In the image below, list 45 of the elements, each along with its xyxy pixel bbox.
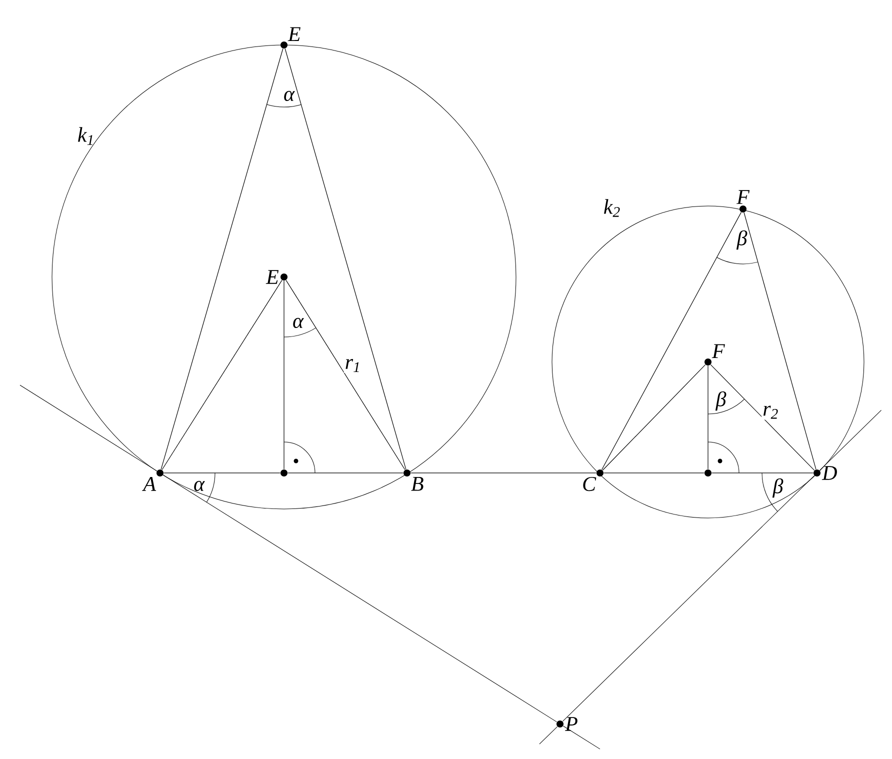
angle-label: k$_{1}$ — [78, 127, 92, 145]
node-label: D — [822, 466, 837, 480]
point: E — [280, 27, 300, 48]
point — [280, 469, 288, 476]
node-label: E — [288, 27, 300, 41]
line — [162, 280, 282, 470]
line — [602, 364, 706, 471]
point: A — [142, 469, 164, 491]
line — [286, 280, 406, 470]
line — [288, 472, 404, 474]
point — [704, 469, 712, 476]
edge-label: r$_{2}$ — [762, 404, 780, 420]
angle-label: k$_{2}$ — [604, 199, 620, 217]
node-label: B — [411, 476, 424, 491]
angle-label: α — [293, 318, 304, 328]
point: B — [404, 469, 424, 491]
angle-label: β — [772, 478, 784, 498]
angle-label: α — [194, 480, 205, 492]
line — [744, 212, 816, 470]
point: F — [704, 344, 725, 366]
line — [410, 472, 596, 474]
line — [710, 364, 815, 471]
node-label: E — [266, 270, 279, 284]
line — [712, 472, 814, 474]
node-label: A — [142, 476, 156, 491]
edge-label: r$_{1}$ — [344, 358, 362, 373]
line — [162, 474, 558, 722]
line — [602, 212, 742, 470]
point: P — [556, 717, 578, 731]
node-label: F — [712, 344, 725, 358]
line — [562, 475, 815, 722]
line — [604, 472, 704, 474]
node-label: F — [736, 190, 750, 204]
point: C — [583, 469, 604, 492]
angle-label: β — [715, 391, 726, 411]
point: D — [814, 466, 837, 480]
node-label: C — [583, 476, 596, 492]
line — [160, 48, 284, 470]
point: E — [266, 270, 288, 284]
node-label: P — [564, 717, 578, 731]
line — [164, 472, 280, 474]
line — [284, 48, 406, 470]
angle-label: β — [736, 230, 748, 250]
point: F — [736, 190, 750, 212]
angle-label: α — [284, 90, 295, 102]
